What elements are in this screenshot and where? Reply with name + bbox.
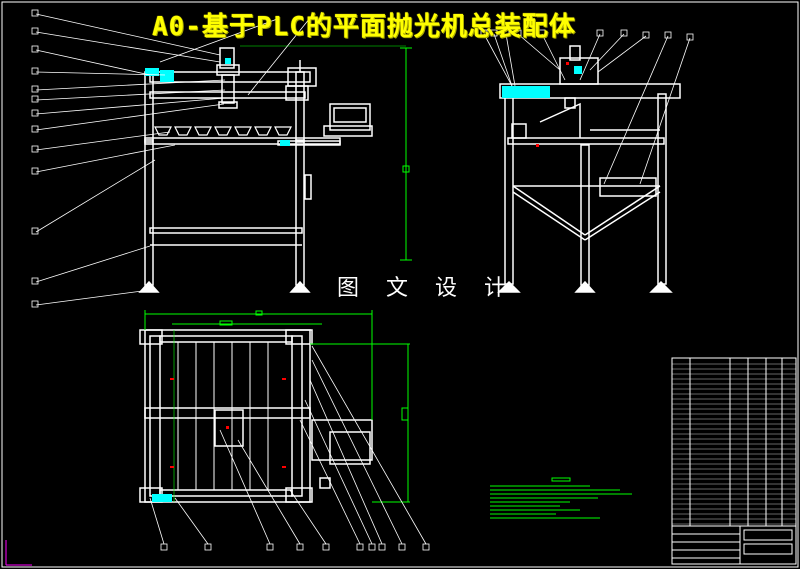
top-view-balloons — [160, 543, 430, 551]
front-view-dimension — [240, 45, 412, 261]
side-view-leaders — [483, 33, 691, 185]
drawing-title: A0-基于PLC的平面抛光机总装配体 — [152, 12, 576, 42]
front-view-balloons — [31, 9, 39, 308]
parts-list — [671, 357, 797, 527]
top-view-highlights — [152, 494, 172, 502]
side-view — [497, 45, 681, 293]
top-view-dimensions — [144, 310, 410, 503]
technical-notes — [490, 477, 632, 519]
title-block — [671, 525, 797, 565]
side-view-highlights — [502, 66, 582, 98]
front-view-highlights — [145, 58, 290, 146]
top-view — [139, 329, 373, 503]
side-view-balloons — [480, 29, 694, 41]
front-view-leaders — [35, 13, 311, 306]
top-view-leaders — [149, 345, 427, 545]
ucs-icon — [5, 540, 32, 566]
watermark-text: 图 文 设 计 — [337, 276, 516, 301]
parts-list-rows — [672, 363, 796, 525]
side-view-accents — [536, 62, 569, 147]
top-view-accents — [170, 378, 286, 468]
